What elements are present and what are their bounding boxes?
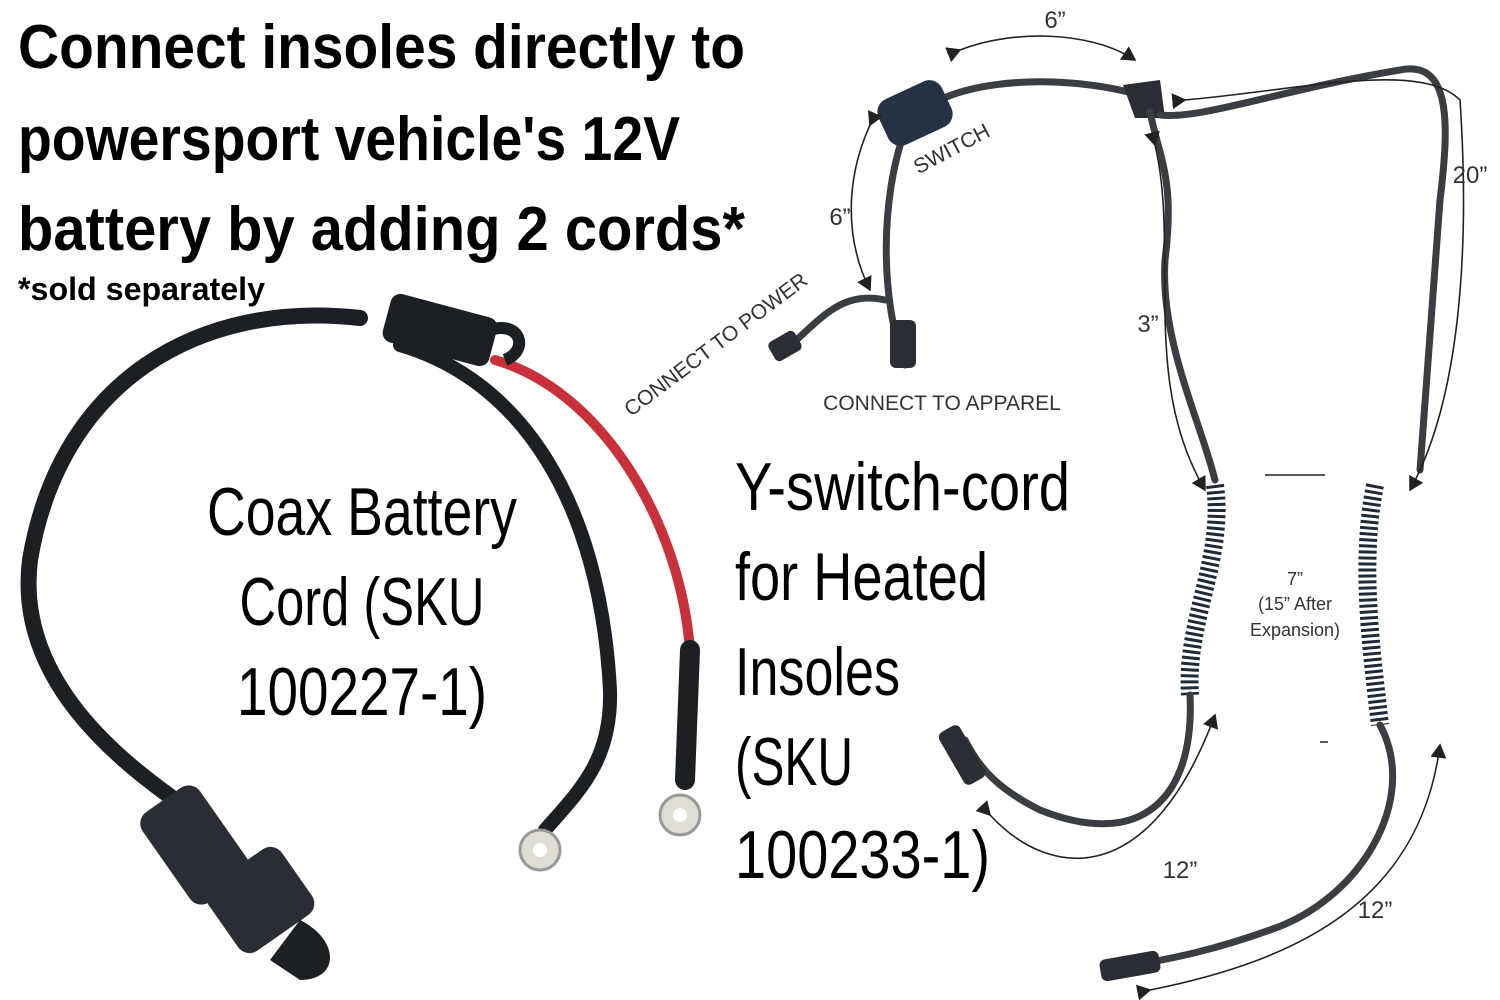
coil-length-line-3: Expansion) bbox=[1250, 620, 1340, 640]
coax-label-line-2: Cord (SKU bbox=[240, 564, 485, 640]
coax-battery-cord-image bbox=[20, 293, 702, 980]
footnote-text: *sold separately bbox=[18, 271, 265, 307]
length-bottom-right: 12” bbox=[1358, 897, 1393, 924]
heading-line-3: battery by adding 2 cords* bbox=[18, 195, 746, 264]
yswitch-label-line-1: Y-switch-cord bbox=[735, 449, 1070, 525]
length-right: 20” bbox=[1453, 162, 1488, 189]
length-bottom-left: 12” bbox=[1163, 857, 1198, 884]
coil-length-line-1: 7” bbox=[1287, 569, 1303, 589]
length-left: 6” bbox=[829, 204, 850, 231]
length-inner: 3” bbox=[1137, 311, 1158, 338]
coax-label-line-1: Coax Battery bbox=[207, 474, 517, 550]
yswitch-label-line-4: (SKU bbox=[735, 724, 853, 800]
yswitch-label-line-2: for Heated bbox=[735, 539, 988, 615]
heading-line-1: Connect insoles directly to bbox=[18, 13, 745, 82]
coax-label-line-3: 100227-1) bbox=[237, 654, 487, 730]
length-top: 6” bbox=[1044, 7, 1065, 34]
yswitch-label-line-5: 100233-1) bbox=[735, 817, 990, 893]
heading-line-2: powersport vehicle's 12V bbox=[18, 105, 680, 174]
connect-to-apparel-label: CONNECT TO APPAREL bbox=[823, 392, 1061, 415]
y-switch-cord-image bbox=[768, 35, 1465, 1000]
coil-length-line-2: (15” After bbox=[1258, 594, 1332, 614]
yswitch-label-line-3: Insoles bbox=[735, 634, 900, 710]
